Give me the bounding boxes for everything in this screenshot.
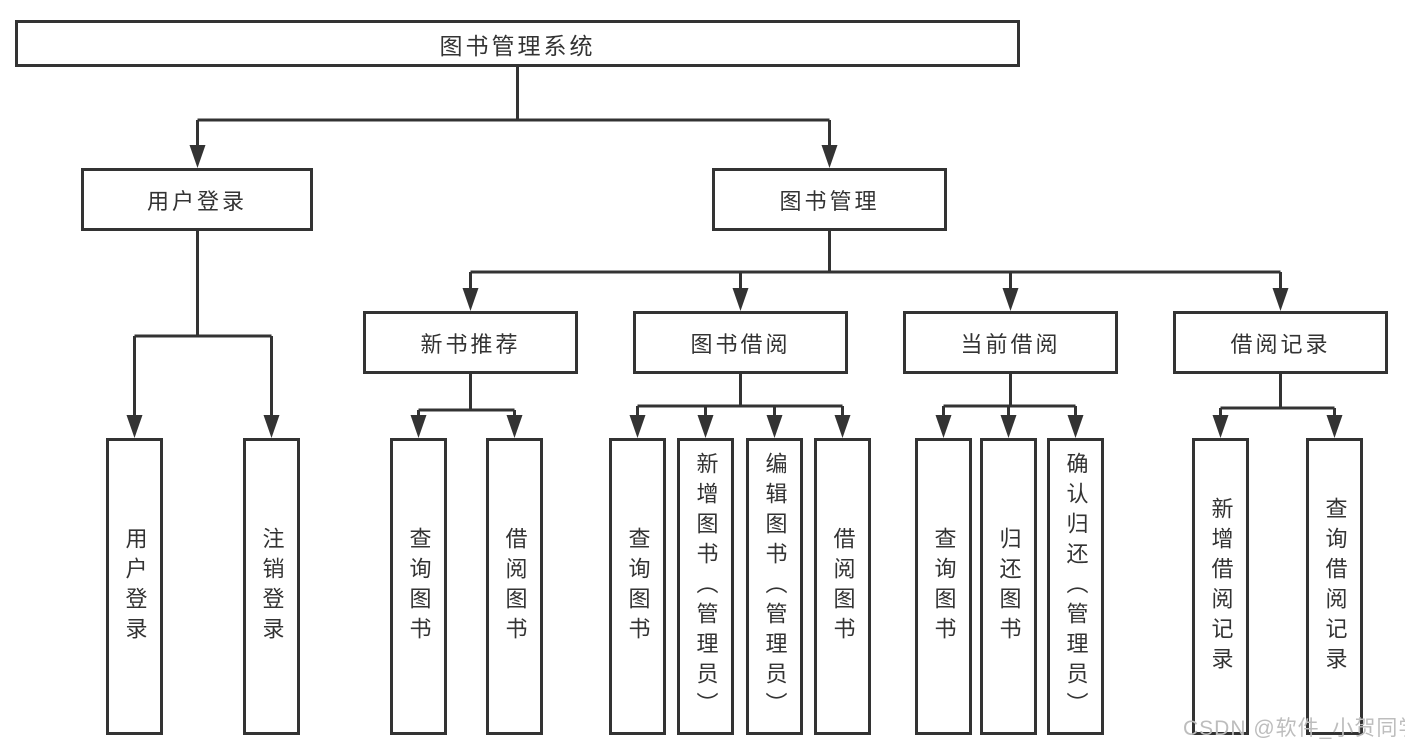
node-book-management: 图书管理 [712, 168, 947, 231]
leaf-logout: 注销登录 [243, 438, 300, 735]
leaf-user-login-label: 用户登录 [122, 526, 148, 647]
leaf-borrow-query-books-label: 查询图书 [625, 526, 651, 647]
leaf-user-login: 用户登录 [106, 438, 163, 735]
leaf-recommend-borrow-books: 借阅图书 [486, 438, 543, 735]
leaf-borrow-books-label: 借阅图书 [830, 526, 856, 647]
leaf-add-books-admin-label: 新增图书（管理员） [693, 451, 719, 722]
node-book-borrow: 图书借阅 [633, 311, 848, 374]
node-borrow-records-label: 借阅记录 [1230, 331, 1331, 357]
leaf-return-books-label: 归还图书 [996, 526, 1022, 647]
leaf-recommend-query-books-label: 查询图书 [406, 526, 432, 647]
leaf-current-query-books-label: 查询图书 [931, 526, 957, 647]
leaf-recommend-borrow-books-label: 借阅图书 [502, 526, 528, 647]
leaf-add-borrow-record: 新增借阅记录 [1192, 438, 1249, 735]
node-library-system-label: 图书管理系统 [439, 32, 596, 59]
leaf-query-borrow-record-label: 查询借阅记录 [1322, 496, 1348, 677]
leaf-query-borrow-record: 查询借阅记录 [1306, 438, 1363, 735]
leaf-borrow-books: 借阅图书 [814, 438, 871, 735]
node-new-book-recommend-label: 新书推荐 [420, 331, 521, 357]
node-book-management-label: 图书管理 [779, 188, 880, 214]
leaf-return-books: 归还图书 [980, 438, 1037, 735]
csdn-watermark: CSDN @软件_小贺同学 [1183, 717, 1405, 740]
node-user-login-branch: 用户登录 [81, 168, 313, 231]
leaf-add-borrow-record-label: 新增借阅记录 [1208, 496, 1234, 677]
node-book-borrow-label: 图书借阅 [690, 331, 791, 357]
node-borrow-records: 借阅记录 [1173, 311, 1388, 374]
node-current-borrow-label: 当前借阅 [960, 331, 1061, 357]
leaf-confirm-return-admin-label: 确认归还（管理员） [1063, 451, 1089, 722]
arrowheads [126, 145, 1343, 438]
leaf-current-query-books: 查询图书 [915, 438, 972, 735]
leaf-add-books-admin: 新增图书（管理员） [677, 438, 734, 735]
leaf-confirm-return-admin: 确认归还（管理员） [1047, 438, 1104, 735]
node-user-login-branch-label: 用户登录 [146, 188, 247, 214]
node-new-book-recommend: 新书推荐 [363, 311, 578, 374]
node-current-borrow: 当前借阅 [903, 311, 1118, 374]
leaf-recommend-query-books: 查询图书 [390, 438, 447, 735]
leaf-logout-label: 注销登录 [259, 526, 285, 647]
leaf-borrow-query-books: 查询图书 [609, 438, 666, 735]
node-library-system: 图书管理系统 [15, 20, 1020, 67]
leaf-edit-books-admin-label: 编辑图书（管理员） [762, 451, 788, 722]
leaf-edit-books-admin: 编辑图书（管理员） [746, 438, 803, 735]
